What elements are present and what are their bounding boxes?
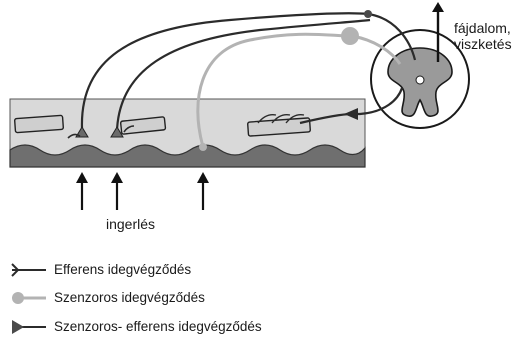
legend-sensory-label: Szenzoros idegvégződés (54, 290, 205, 306)
legend-symbols (12, 264, 46, 334)
dorsal-root-ganglion (341, 27, 359, 45)
sensory-ending (199, 143, 207, 151)
legend-sensory-efferent-symbol (12, 320, 46, 334)
stimulus-label: ingerlés (106, 216, 155, 232)
output-label-line2: viszketés (454, 36, 512, 52)
efferent-knob (364, 10, 372, 18)
output-label-line1: fájdalom, (454, 20, 511, 36)
legend-sensory-efferent-label: Szenzoros- efferens idegvégződés (54, 319, 262, 335)
legend-efferent-label: Efferens idegvégződés (54, 262, 191, 278)
legend-sensory-symbol (12, 292, 46, 304)
legend-efferent-symbol (12, 264, 46, 276)
stimulus-arrows (76, 172, 209, 210)
skin-layer (10, 99, 365, 167)
